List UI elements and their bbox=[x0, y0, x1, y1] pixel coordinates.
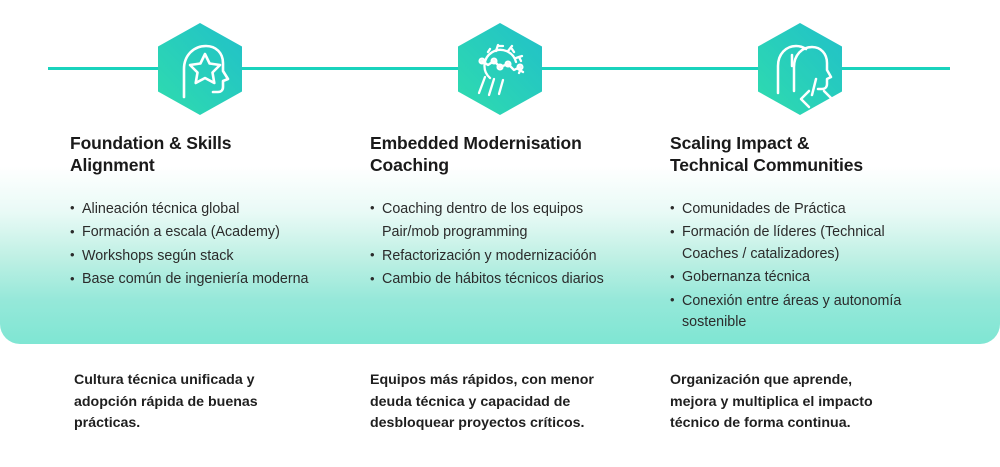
list-item: Gobernanza técnica bbox=[670, 267, 950, 288]
stage-2-badge bbox=[452, 21, 548, 117]
stage-3-column: Scaling Impact & Technical Communities C… bbox=[670, 132, 950, 335]
stage-1-column: Foundation & Skills Alignment Alineación… bbox=[70, 132, 340, 293]
stage-2-title: Embedded Modernisation Coaching bbox=[370, 133, 582, 176]
head-with-star-icon bbox=[158, 23, 242, 115]
two-heads-with-code-icon bbox=[758, 23, 842, 115]
list-item: Refactorización y modernizacióón bbox=[370, 245, 640, 267]
list-item: Coaching dentro de los equipos bbox=[370, 198, 640, 220]
stage-1-bullet-list: Alineación técnica global Formación a es… bbox=[70, 198, 340, 291]
stage-1-badge bbox=[152, 21, 248, 117]
stage-2-bullet-list: Coaching dentro de los equipos Pair/mob … bbox=[370, 198, 640, 291]
list-item: Alineación técnica global bbox=[70, 198, 340, 220]
stage-3-title: Scaling Impact & Technical Communities bbox=[670, 133, 864, 176]
list-item: Formación de líderes (Technical Coaches … bbox=[670, 222, 950, 265]
list-item: Workshops según stack bbox=[70, 245, 340, 267]
stage-1-title: Foundation & Skills Alignment bbox=[70, 133, 232, 176]
stage-2-column: Embedded Modernisation Coaching Coaching… bbox=[370, 132, 640, 293]
stage-3-bullet-list: Comunidades de Práctica Formación de líd… bbox=[670, 198, 950, 334]
list-item: Conexión entre áreas y autonomía sosteni… bbox=[670, 290, 950, 334]
list-item: Comunidades de Práctica bbox=[670, 198, 950, 220]
stage-3-outcome: Organización que aprende, mejora y multi… bbox=[670, 372, 873, 432]
list-item: Base común de ingeniería moderna bbox=[70, 269, 340, 290]
gear-with-circuit-nodes-icon bbox=[458, 23, 542, 115]
list-item: Pair/mob programming bbox=[382, 224, 528, 241]
stage-1-outcome: Cultura técnica unificada y adopción ráp… bbox=[74, 372, 258, 432]
stage-2-outcome: Equipos más rápidos, con menor deuda téc… bbox=[370, 372, 594, 432]
stage-3-badge bbox=[752, 21, 848, 117]
list-item: Formación a escala (Academy) bbox=[70, 222, 340, 243]
list-item: Cambio de hábitos técnicos diarios bbox=[370, 269, 640, 290]
